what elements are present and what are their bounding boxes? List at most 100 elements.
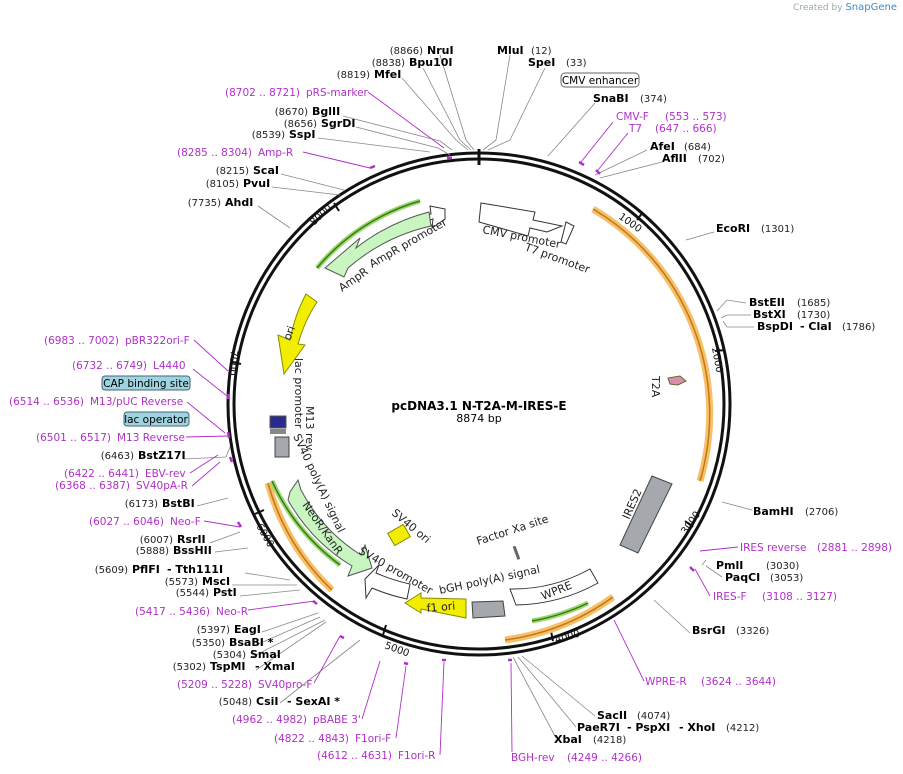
tick-4000: 4000: [554, 629, 581, 646]
primer-range: (6368 .. 6387): [55, 480, 130, 492]
bgh-shape: [471, 600, 506, 619]
primer-range: (6501 .. 6517): [36, 432, 111, 444]
orf-arc-1: [591, 205, 714, 482]
site-paqci: PaqCI: [725, 571, 760, 584]
credit-prefix: Created by: [793, 3, 843, 13]
site-pos: (8866): [390, 46, 423, 57]
site-tspmi: TspMI: [210, 660, 246, 673]
label-ori: ori: [281, 324, 298, 342]
primer-range: (2881 .. 2898): [817, 542, 892, 554]
site-bsteii: BstEII: [749, 296, 785, 309]
site-pos: (8670): [275, 107, 308, 118]
primer-range: (5417 .. 5436): [135, 606, 210, 618]
site-pos: (684): [684, 142, 711, 153]
site-pos: (5304): [213, 650, 246, 661]
site-pos: (2706): [805, 507, 838, 518]
site-xhoi: - XhoI: [679, 721, 715, 734]
site-pos: (374): [640, 94, 667, 105]
site-pos: (5544): [176, 588, 209, 599]
site-mfei: MfeI: [374, 68, 401, 81]
primer-pbr322ori-f: pBR322ori-F: [125, 335, 190, 347]
site-snabi: SnaBI: [593, 92, 629, 105]
site-pos: (5397): [197, 625, 230, 636]
orf-green-amp-line: [316, 200, 421, 269]
site-pos: (8656): [284, 119, 317, 130]
site-pos: (33): [566, 58, 587, 69]
site-pos: (8539): [252, 130, 285, 141]
primer-range: (3624 .. 3644): [701, 676, 776, 688]
lac-promoter-shape: [269, 415, 287, 429]
primer-range: (8285 .. 8304): [177, 147, 252, 159]
m13-rev-shape: [270, 429, 286, 434]
primer-cmv-f: CMV-F: [616, 111, 649, 123]
site-pmli: PmlI: [716, 559, 743, 572]
sv40-ori-shape: [387, 523, 411, 547]
primer-neo-f: Neo-F: [170, 516, 201, 528]
primer-ires-reverse: IRES reverse: [740, 542, 807, 554]
site-pos: (7735): [188, 198, 221, 209]
ruler-ticks: [231, 202, 726, 642]
site-ecori: EcoRI: [716, 222, 750, 235]
credit-brand: SnapGene: [845, 2, 897, 13]
orf-arc-2-line: [504, 596, 614, 641]
primer-m13-reverse: M13 Reverse: [117, 432, 185, 444]
primer-range: (553 .. 573): [665, 111, 727, 123]
site-pos: (4074): [637, 711, 670, 722]
site-mlui: MluI: [497, 44, 524, 57]
site-csii: CsiI: [256, 695, 278, 708]
site-pos: (5048): [219, 697, 252, 708]
f1-ori-shape: [404, 592, 467, 619]
site-pflfi: PflFI: [132, 563, 160, 576]
primer-wpre-r: WPRE-R: [645, 676, 687, 688]
site-smai: SmaI: [250, 648, 281, 661]
primer-prs-marker: pRS-marker: [306, 87, 369, 99]
site-pspxi: - PspXI: [627, 721, 670, 734]
ires2-shape: [619, 475, 673, 554]
primer-t7: T7: [628, 123, 642, 135]
orf-green-wpre-line: [531, 602, 589, 622]
label-t2a: T2A: [649, 375, 662, 398]
sv40-polya-shape: [274, 436, 290, 458]
site-bsabi: BsaBI *: [229, 636, 274, 649]
site-bspdi: BspDI: [757, 320, 793, 333]
primer-f1ori-r: F1ori-R: [398, 750, 435, 762]
label-f1-ori: f1 ori: [426, 600, 456, 615]
site-bstz17i: BstZ17I: [138, 449, 186, 462]
primer-range: (4822 .. 4843): [274, 733, 349, 745]
primer-f1ori-f: F1ori-F: [355, 733, 391, 745]
site-pos: (8215): [216, 166, 249, 177]
t7-promoter-shape: [560, 221, 575, 245]
plasmid-size: 8874 bp: [456, 412, 501, 425]
site-pos: (6007): [140, 535, 173, 546]
primer-l4440: L4440: [153, 360, 186, 372]
primer-range: (647 .. 666): [655, 123, 717, 135]
site-pos: (5573): [165, 577, 198, 588]
site-pos: (3326): [736, 626, 769, 637]
wpre-shape: [509, 568, 599, 606]
primer-m13-puc-reverse: M13/pUC Reverse: [90, 396, 183, 408]
lac-operator-label: lac operator: [124, 414, 188, 426]
primer-range: (6027 .. 6046): [89, 516, 164, 528]
primer-range: (8702 .. 8721): [225, 87, 300, 99]
site-pos: (8819): [337, 70, 370, 81]
site-sexai: - SexAI *: [287, 695, 340, 708]
site-tth111i: - Tth111I: [167, 563, 223, 576]
plasmid-name: pcDNA3.1 N-T2A-M-IRES-E: [391, 399, 566, 413]
primer-leaders: [185, 91, 739, 756]
site-paer7i: PaeR7I: [577, 721, 620, 734]
sv40-promoter-shape: [364, 564, 411, 600]
snapgene-credit: Created by SnapGene: [793, 2, 897, 13]
primer-range: (6422 .. 6441): [64, 468, 139, 480]
cmv-promoter-shape: [478, 202, 564, 237]
site-pos: (702): [698, 154, 725, 165]
site-bamhi: BamHI: [753, 505, 794, 518]
site-bstbi: BstBI: [162, 497, 195, 510]
site-nrui: NruI: [427, 44, 454, 57]
primer-range: (5209 .. 5228): [177, 679, 252, 691]
site-xmai: - XmaI: [255, 660, 295, 673]
primer-neo-r: Neo-R: [216, 606, 248, 618]
site-pos: (4218): [593, 735, 626, 746]
site-pos: (5609): [95, 565, 128, 576]
primer-pbabe-3: pBABE 3': [313, 714, 361, 726]
site-pos: (5350): [192, 638, 225, 649]
